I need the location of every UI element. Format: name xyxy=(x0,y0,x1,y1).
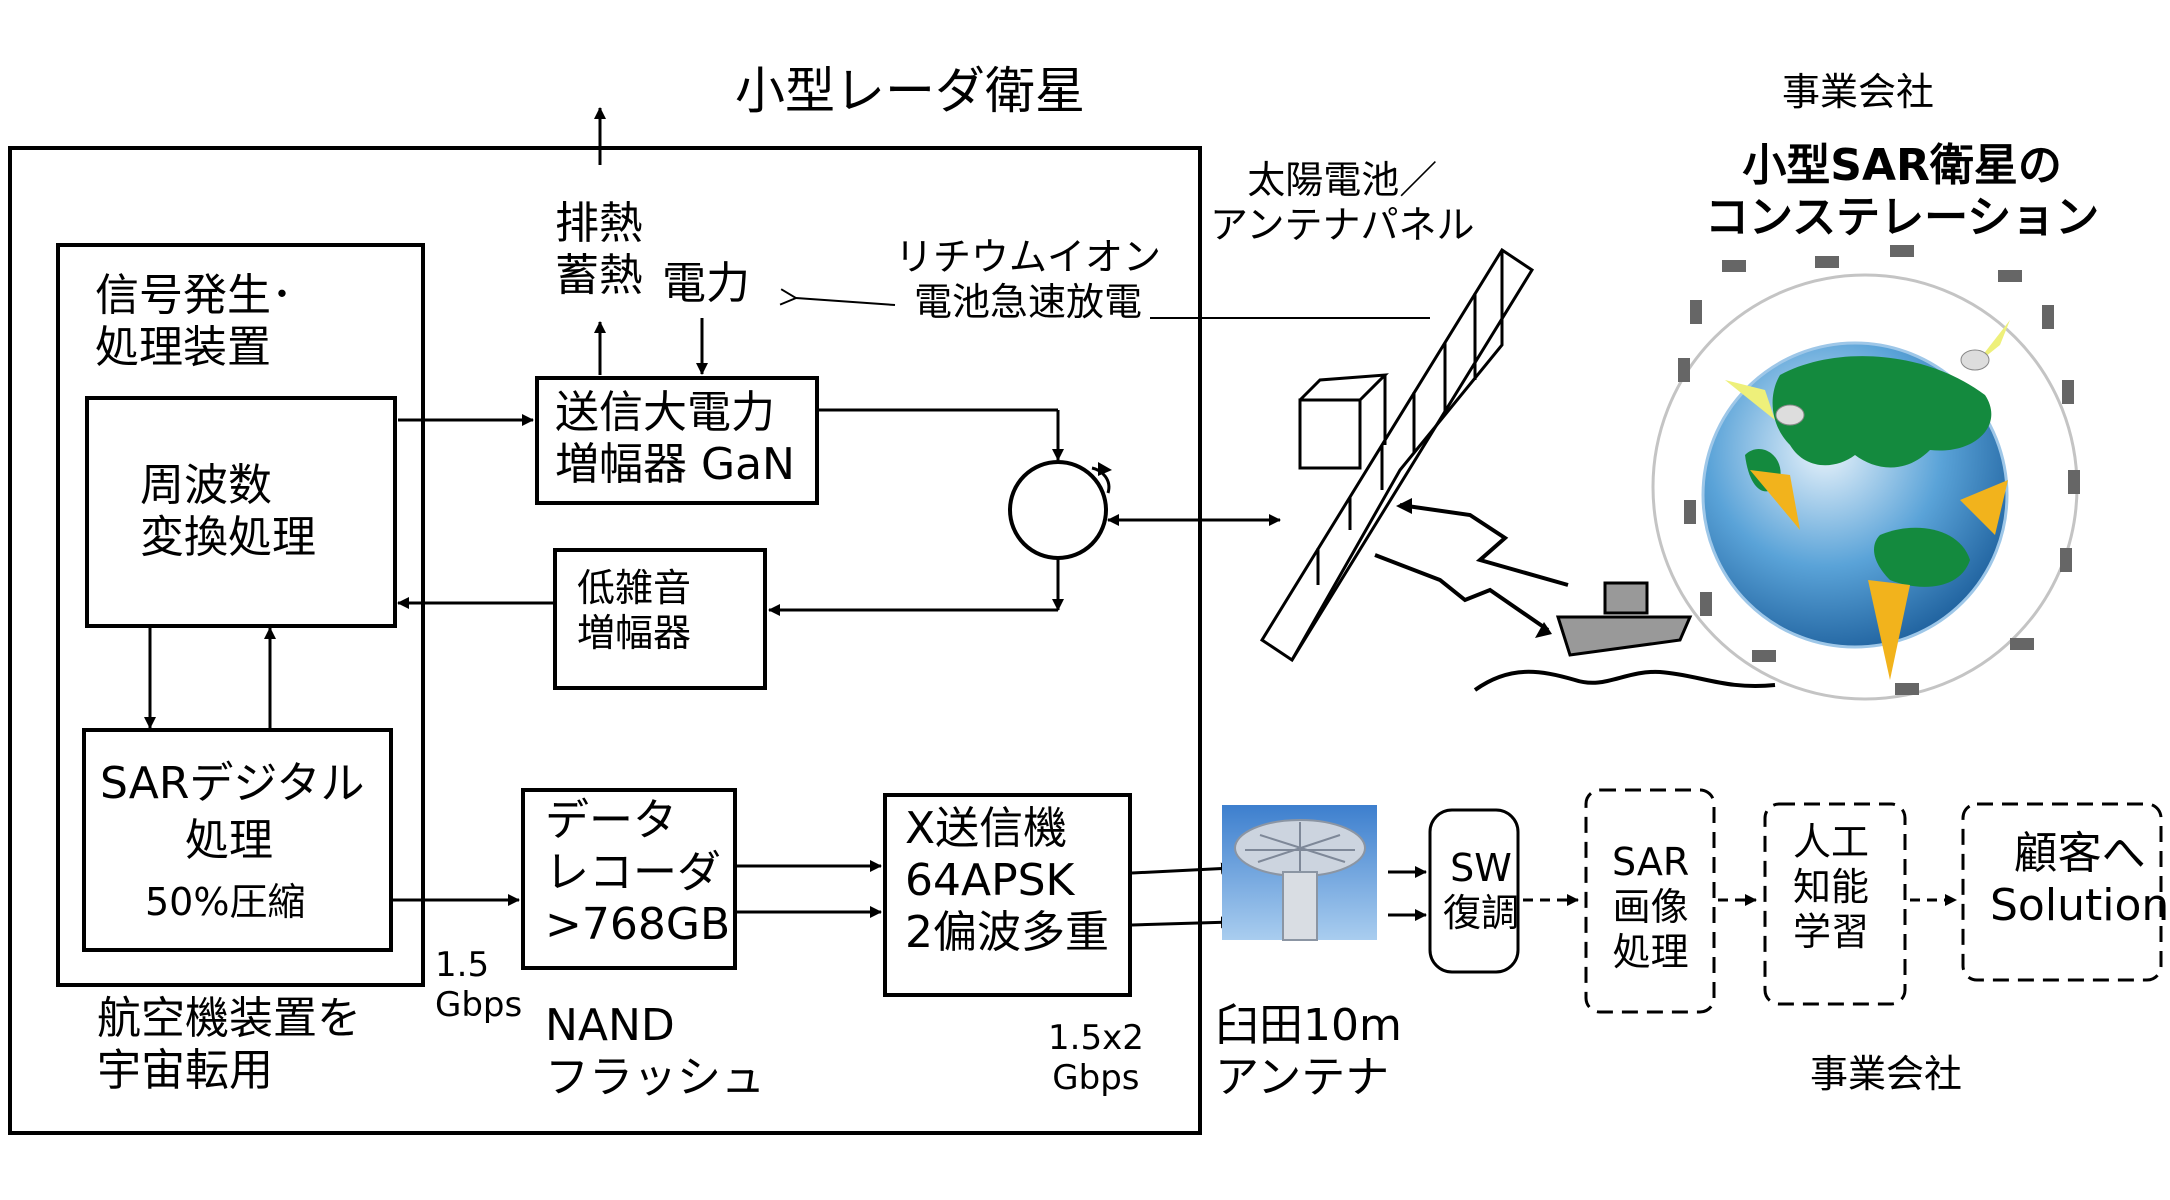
sar-digital-label: SARデジタル xyxy=(100,758,365,809)
satellite-box xyxy=(8,146,1202,1135)
sw-box xyxy=(1428,808,1520,974)
lna-box xyxy=(553,548,767,690)
usuda-label: 臼田10m アンテナ xyxy=(1215,1000,1402,1103)
nand-label: NAND フラッシュ xyxy=(545,1000,765,1103)
ai-label: 人工 知能 学習 xyxy=(1793,820,1870,954)
sar-digital-box xyxy=(82,728,393,952)
rate-label-b: 1.5x2 Gbps xyxy=(1048,1018,1144,1099)
ai-box xyxy=(1763,802,1907,1006)
company-label-top: 事業会社 xyxy=(1782,70,1935,114)
earth-constellation xyxy=(1651,245,2080,701)
freq-conv-box xyxy=(85,396,397,628)
tx-amp-box xyxy=(535,376,819,505)
company-label-bottom: 事業会社 xyxy=(1810,1052,1963,1096)
tx-amp-label: 送信大電力 増幅器 GaN xyxy=(555,387,795,490)
sar-img-box xyxy=(1584,788,1716,1014)
heat-label: 排熱 蓄熱 xyxy=(555,198,643,301)
customer-box xyxy=(1961,802,2163,982)
recorder-box xyxy=(521,788,737,970)
x-tx-box xyxy=(883,793,1132,997)
aircraft-label: 航空機装置を 宇宙転用 xyxy=(97,993,361,1096)
compression-label: 50%圧縮 xyxy=(145,880,306,924)
signal-gen-box xyxy=(56,243,425,987)
ship xyxy=(1555,581,1693,657)
sar-img-label: SAR 画像 処理 xyxy=(1612,840,1690,974)
recorder-label: データ レコーダ >768GB xyxy=(545,795,731,950)
sar-digital-sub: 処理 xyxy=(185,815,273,866)
panel-label: 太陽電池／ アンテナパネル xyxy=(1210,158,1475,247)
sw-label: SW 復調 xyxy=(1443,846,1520,935)
freq-conv-label: 周波数 変換処理 xyxy=(140,460,316,563)
satellite-title: 小型レーダ衛星 xyxy=(735,62,1085,120)
lna-label: 低雑音 増幅器 xyxy=(577,566,692,655)
x-tx-label: X送信機 64APSK 2偏波多重 xyxy=(905,803,1109,958)
constellation-label: 小型SAR衛星の コンステレーション xyxy=(1705,140,2100,243)
customer-label: 顧客へ Solution xyxy=(1990,828,2170,931)
rate-label-a: 1.5 Gbps xyxy=(435,945,523,1026)
usuda-antenna-photo xyxy=(1222,805,1377,941)
battery-label: リチウムイオン 電池急速放電 xyxy=(895,235,1162,324)
circulator xyxy=(1008,460,1108,560)
solar-antenna-panel xyxy=(1259,247,1535,663)
signal-gen-label: 信号発生･ 処理装置 xyxy=(95,270,293,373)
power-label: 電力 xyxy=(662,258,750,309)
